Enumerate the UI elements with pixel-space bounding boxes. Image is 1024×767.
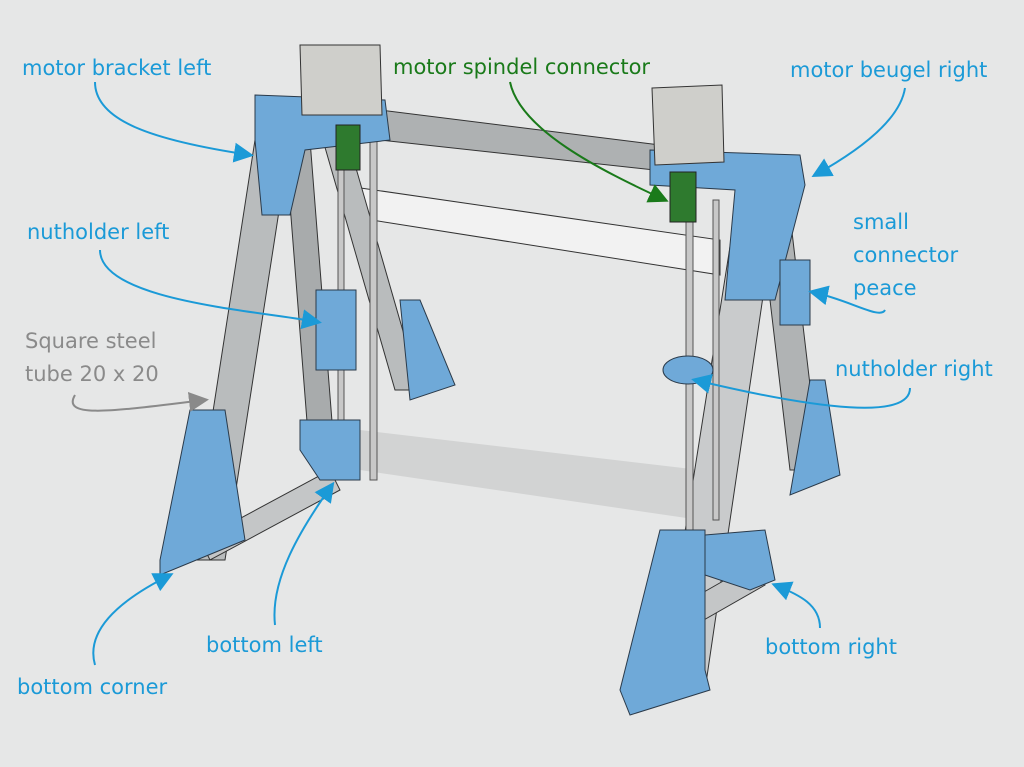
bottom-right [704, 529, 776, 591]
arrow-bottom-corner [92, 573, 174, 666]
label-square-steel-tube: Square steel tube 20 x 20 [25, 325, 159, 391]
spindel-connector-left [335, 124, 361, 171]
small-connector [779, 259, 811, 326]
label-line: tube 20 x 20 [25, 362, 159, 386]
arrow-motor-bracket-left [94, 81, 254, 163]
label-motor-beugel-right: motor beugel right [790, 58, 988, 82]
motor-right [651, 84, 725, 166]
motor-left [299, 44, 383, 116]
bottom-corner-left-rear [399, 299, 456, 401]
arrow-motor-spindel-connector [509, 81, 669, 203]
bottom-corner-right-rear [789, 379, 841, 496]
label-bottom-left: bottom left [206, 633, 323, 657]
label-bottom-corner: bottom corner [17, 675, 168, 699]
label-bottom-right: bottom right [765, 635, 897, 659]
floor-shadow [360, 430, 700, 520]
arrow-small-connector [808, 285, 886, 314]
nutholder-right [662, 355, 714, 385]
label-line: Square steel [25, 329, 157, 353]
arrow-nutholder-left [99, 249, 322, 330]
arrow-bottom-left [273, 481, 335, 626]
arrow-square-tube [71, 391, 209, 412]
label-motor-spindel-connector: motor spindel connector [393, 55, 651, 79]
left-rod [369, 139, 378, 481]
label-nutholder-left: nutholder left [27, 220, 170, 244]
label-line: connector [853, 243, 959, 267]
bottom-corner-right [619, 529, 711, 716]
label-motor-bracket-left: motor bracket left [22, 56, 212, 80]
arrow-bottom-right [771, 581, 821, 629]
label-line: small [853, 210, 909, 234]
label-small-connector-peace: small connector peace [853, 206, 958, 305]
arrow-nutholder-right [691, 374, 911, 409]
arrow-motor-beugel-right [811, 87, 906, 177]
right-rod [712, 199, 720, 521]
spindel-connector-right [669, 171, 697, 223]
bottom-corner-left [159, 409, 246, 576]
nutholder-left [315, 289, 357, 371]
label-line: peace [853, 276, 917, 300]
label-nutholder-right: nutholder right [835, 357, 993, 381]
bottom-left [299, 419, 361, 481]
